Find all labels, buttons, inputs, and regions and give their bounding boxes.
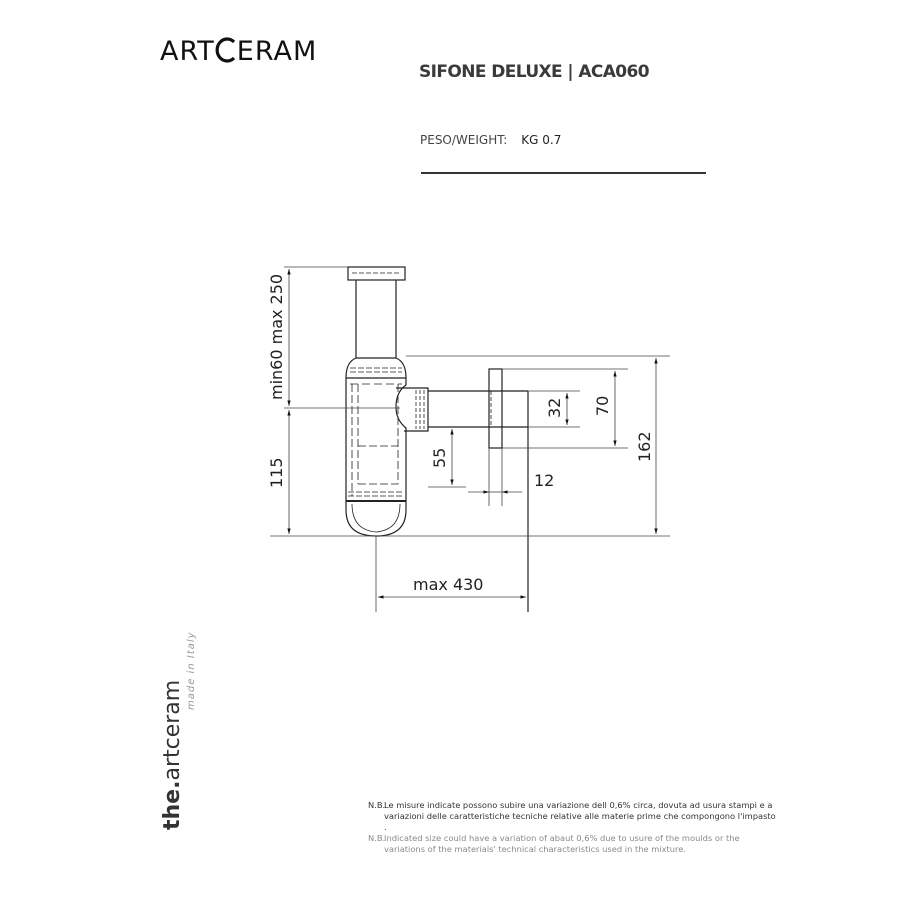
note-italian-label: N.B. xyxy=(368,800,386,810)
dim-height-adjustable: min60 max 250 xyxy=(267,274,286,400)
logo-text-left: ART xyxy=(160,36,215,67)
note-english: N.B. Indicated size could have a variati… xyxy=(368,833,778,855)
brand-name: artceram xyxy=(160,679,185,781)
dim-flange-diameter: 70 xyxy=(593,396,612,416)
brand-mark: the.artceram made in Italy xyxy=(160,630,220,830)
siphon-body xyxy=(345,266,529,612)
product-title: SIFONE DELUXE | ACA060 xyxy=(419,62,650,82)
header-divider xyxy=(421,172,706,174)
note-italian-text: Le misure indicate possono subire una va… xyxy=(384,800,776,832)
note-italian: N.B. Le misure indicate possono subire u… xyxy=(368,800,778,833)
weight-info: PESO/WEIGHT: KG 0.7 xyxy=(420,133,561,147)
dim-outlet-offset: 55 xyxy=(430,448,449,468)
disclaimer-notes: N.B. Le misure indicate possono subire u… xyxy=(368,800,778,855)
brand-the: the. xyxy=(160,780,185,830)
dim-max-projection: max 430 xyxy=(413,575,483,594)
artceram-logo: ART ERAM xyxy=(160,36,317,67)
note-english-label: N.B. xyxy=(368,833,386,843)
dim-overall-height: 162 xyxy=(635,431,654,462)
weight-label: PESO/WEIGHT: xyxy=(420,133,508,147)
brand-tagline: made in Italy xyxy=(186,631,197,710)
note-english-text: Indicated size could have a variation of… xyxy=(384,833,740,854)
dim-outlet-diameter: 32 xyxy=(545,398,564,418)
dim-flange-thickness: 12 xyxy=(534,471,554,490)
dimension-lines xyxy=(270,266,670,612)
logo-c-arc-icon xyxy=(215,37,235,63)
dim-lower-height: 115 xyxy=(267,457,286,488)
weight-value: KG 0.7 xyxy=(521,133,562,147)
logo-text-right: ERAM xyxy=(236,36,318,67)
